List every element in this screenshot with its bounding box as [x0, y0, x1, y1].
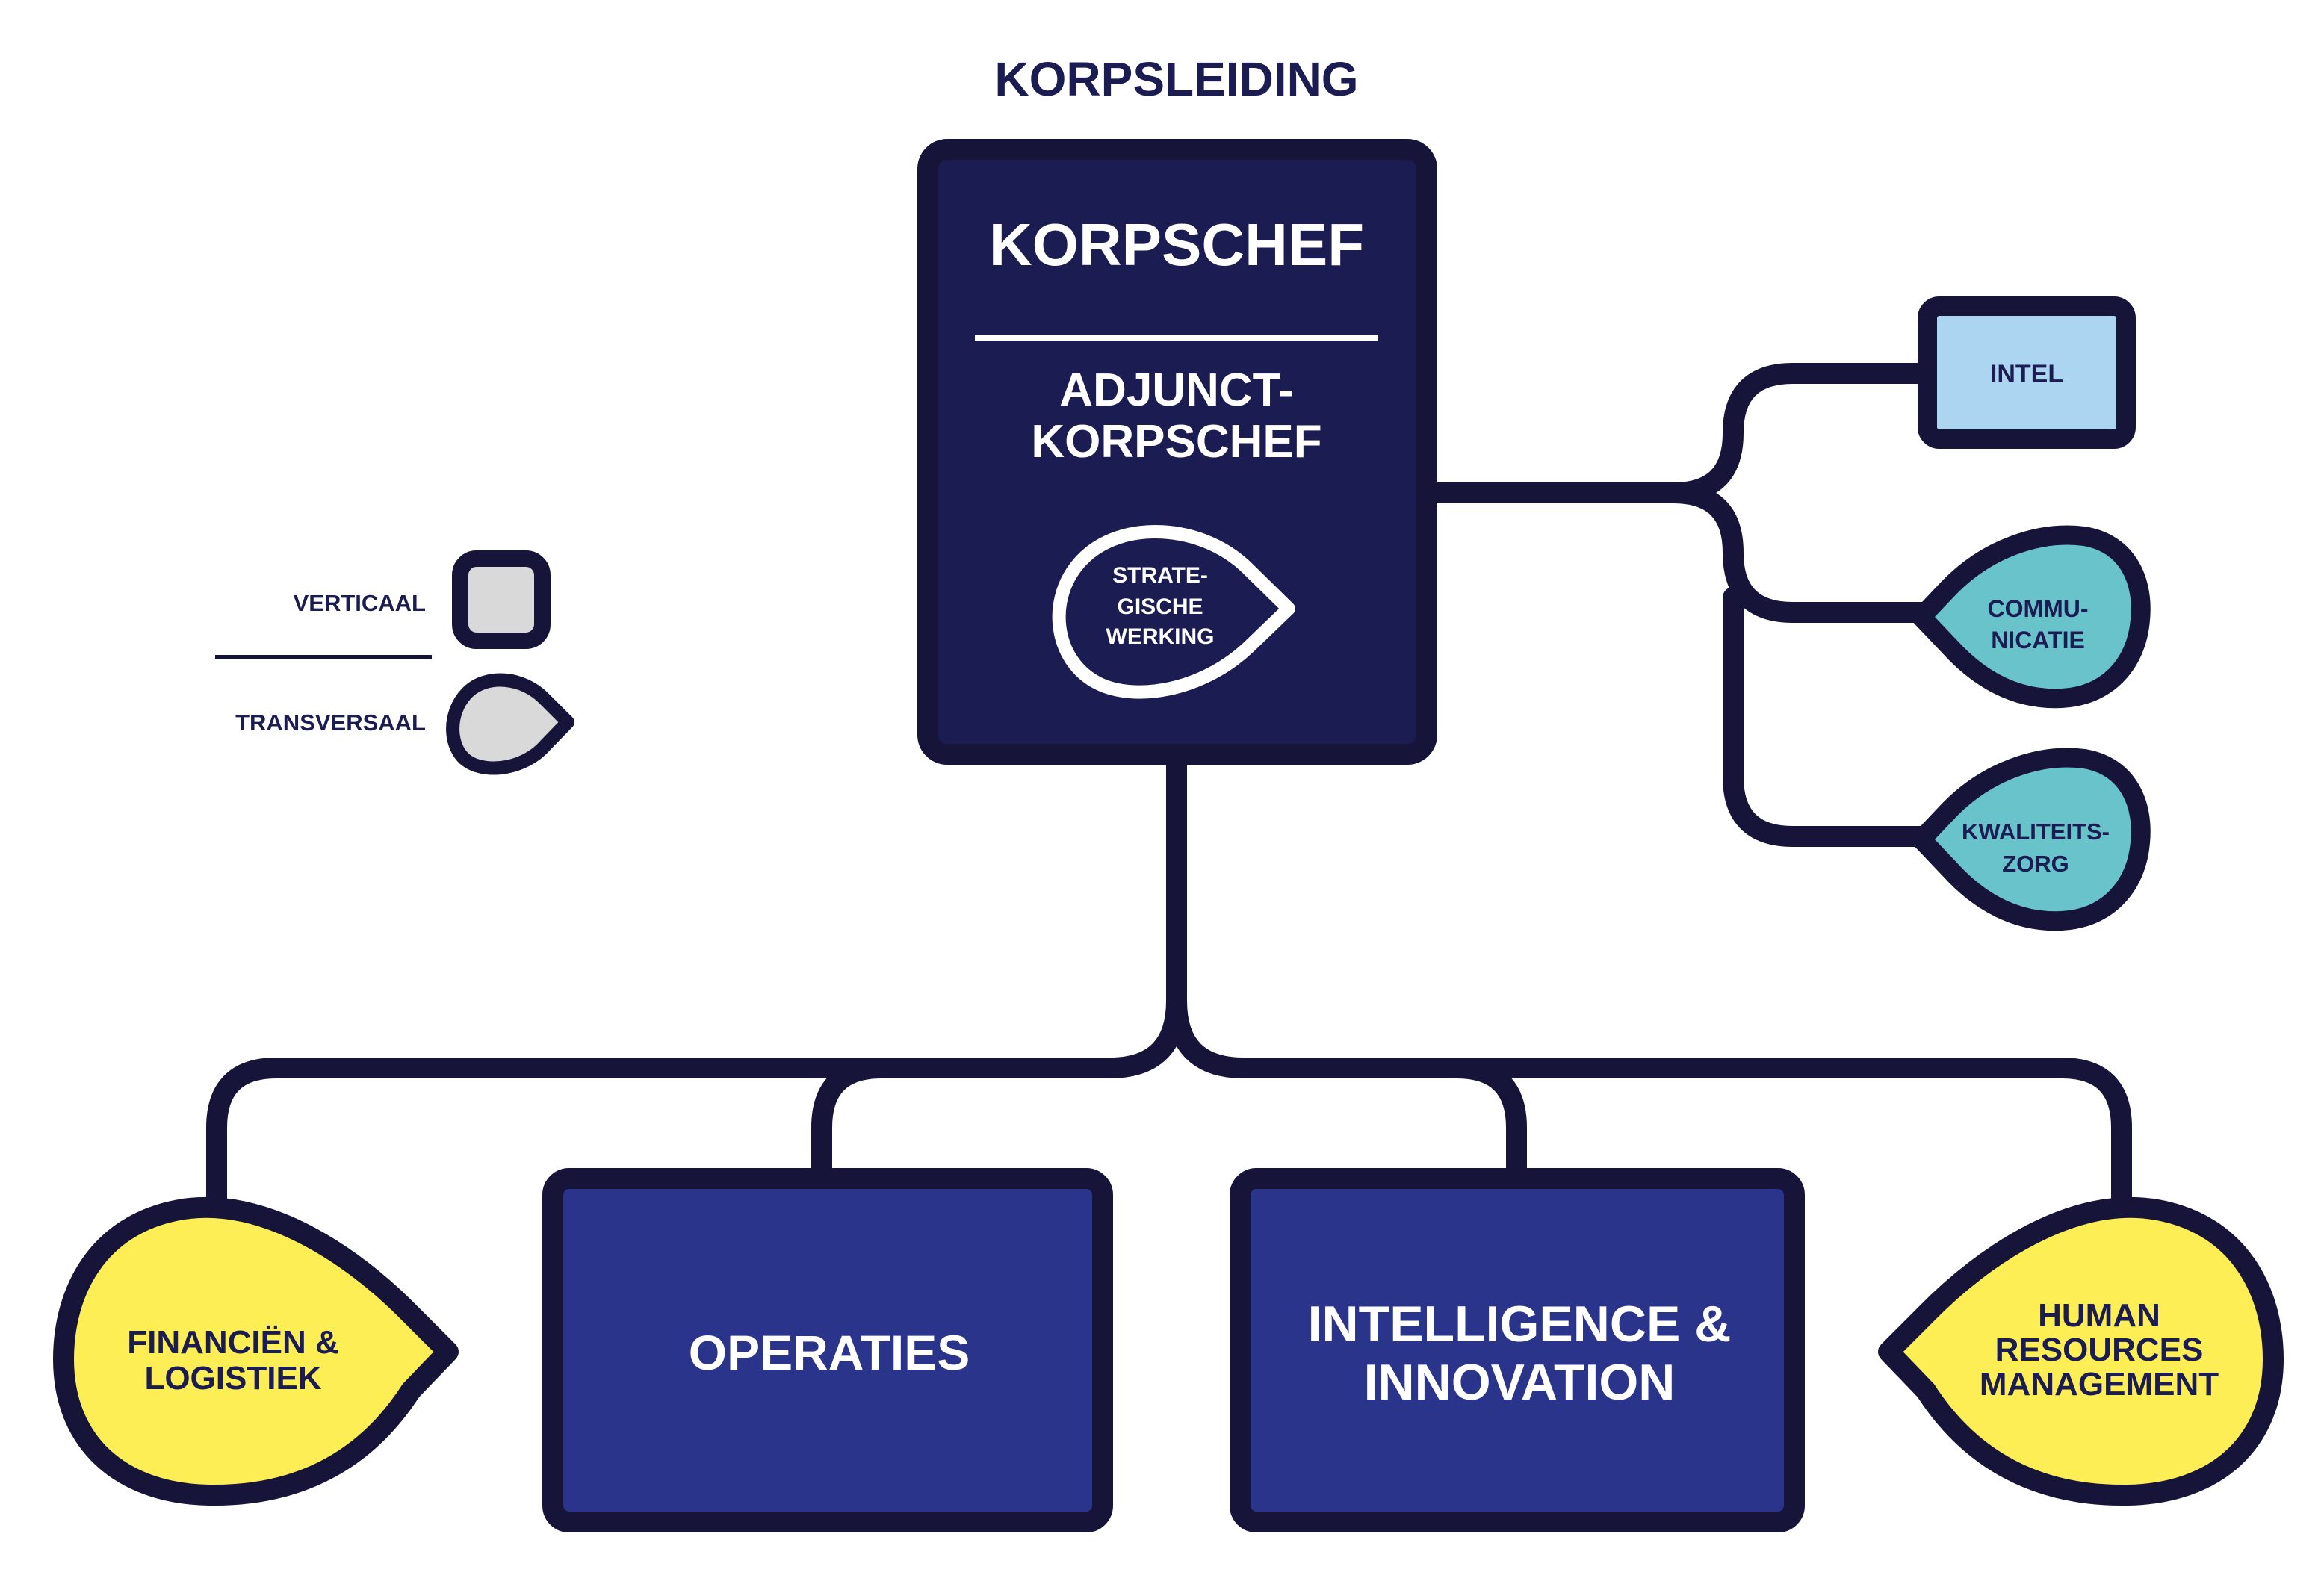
strategische-werking-line-3: WERKING — [1106, 624, 1215, 649]
human-resources-management-drop: HUMAN RESOURCES MANAGEMENT — [1878, 1196, 2284, 1506]
strategische-werking-line-2: GISCHE — [1117, 594, 1203, 619]
hrm-line-2: RESOURCES — [1995, 1332, 2204, 1368]
connector-to-communicatie — [1663, 482, 1938, 623]
kwaliteitszorg-line-2: ZORG — [2002, 851, 2069, 877]
intel-box: INTEL — [1918, 296, 2136, 449]
intelligence-innovation-box: INTELLIGENCE & INNOVATION — [1230, 1168, 1805, 1532]
connector-horizontal-left — [206, 990, 1187, 1220]
financien-logistiek-drop-shape — [53, 1196, 459, 1506]
kwaliteitszorg-drop-shape — [1912, 748, 2151, 931]
kwaliteitszorg-drop: KWALITEITS- ZORG — [1912, 748, 2151, 931]
communicatie-drop: COMMU- NICATIE — [1912, 525, 2151, 709]
legend: VERTICAAL TRANSVERSAAL — [215, 550, 574, 775]
legend-transversal-label: TRANSVERSAAL — [235, 709, 426, 736]
intelligence-innovation-line-1: INTELLIGENCE & — [1308, 1296, 1732, 1352]
adjunct-korpschef-line-2: KORPSCHEF — [1031, 416, 1321, 468]
page-title: KORPSLEIDING — [994, 52, 1358, 106]
adjunct-korpschef-line-1: ADJUNCT- — [1059, 364, 1293, 416]
communicatie-drop-shape — [1912, 525, 2151, 709]
operaties-box: OPERATIES — [542, 1168, 1113, 1532]
strategische-werking-line-1: STRATE- — [1112, 563, 1208, 588]
communicatie-line-1: COMMU- — [1987, 595, 2088, 622]
connector-to-intel — [1663, 363, 1945, 503]
human-resources-management-drop-shape — [1878, 1196, 2284, 1506]
legend-transversal-drop — [446, 673, 574, 775]
korpschef-box-frame — [917, 139, 1437, 765]
financien-logistiek-line-1: FINANCIËN & — [127, 1324, 339, 1361]
korpschef-title: KORPSCHEF — [989, 211, 1364, 278]
legend-vertical-square — [452, 550, 551, 649]
connector-to-intelligence — [1446, 1058, 1527, 1190]
connector-to-kwaliteitszorg — [1723, 587, 1938, 847]
financien-logistiek-drop: FINANCIËN & LOGISTIEK — [53, 1196, 459, 1506]
strategische-werking-drop — [1052, 525, 1295, 699]
operaties-box-frame — [542, 1168, 1113, 1532]
intelligence-innovation-line-2: INNOVATION — [1364, 1354, 1676, 1411]
korpschef-box: KORPSCHEF ADJUNCT- KORPSCHEF STRATE- GIS… — [917, 139, 1437, 765]
legend-vertical-label: VERTICAAL — [294, 590, 426, 616]
hrm-line-3: MANAGEMENT — [1980, 1366, 2219, 1403]
intel-label: INTEL — [1990, 360, 2063, 388]
connector-horizontal-right — [1166, 990, 2132, 1220]
kwaliteitszorg-line-1: KWALITEITS- — [1962, 819, 2110, 845]
intelligence-innovation-box-frame — [1230, 1168, 1805, 1532]
connector-lines — [206, 363, 2132, 1220]
intel-box-frame — [1918, 296, 2136, 449]
operaties-label: OPERATIES — [689, 1325, 970, 1380]
hrm-line-1: HUMAN — [2038, 1297, 2160, 1334]
connector-to-operaties — [811, 1058, 892, 1190]
communicatie-line-2: NICATIE — [1991, 627, 2085, 653]
financien-logistiek-line-2: LOGISTIEK — [144, 1360, 321, 1397]
